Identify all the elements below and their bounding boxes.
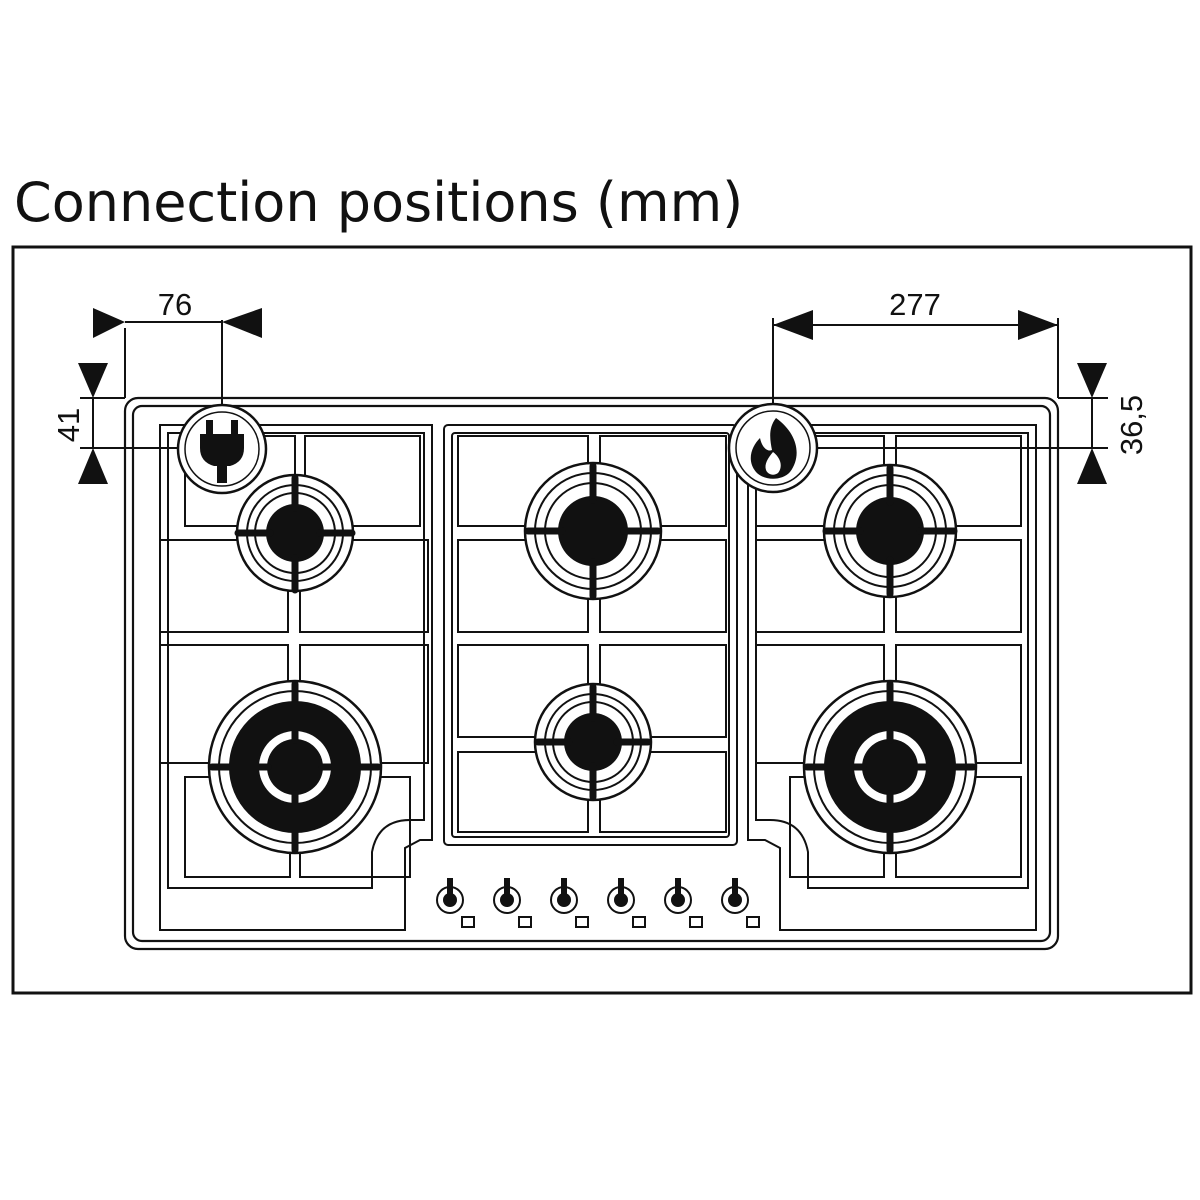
burner-rear-right	[822, 463, 958, 599]
diagram-frame	[11, 245, 1193, 995]
dimension-label-36-5: 36,5	[1114, 395, 1149, 455]
flame-icon	[727, 402, 819, 494]
dimension-gas-horizontal: 277	[772, 287, 1059, 412]
burner-front-right	[802, 679, 978, 855]
control-knob[interactable]	[550, 878, 589, 928]
control-knob[interactable]	[436, 878, 475, 928]
dimension-label-277: 277	[889, 287, 941, 322]
pan-support-fingers	[208, 462, 977, 854]
hob-outline	[123, 396, 1060, 951]
control-knob[interactable]	[607, 878, 646, 928]
plug-icon	[176, 403, 268, 495]
control-knob[interactable]	[493, 878, 532, 928]
dimension-gas-vertical: 36,5	[810, 363, 1149, 484]
dimension-electric-horizontal: 76	[93, 287, 262, 450]
burner-rear-center	[523, 461, 663, 601]
page-title: Connection positions (mm)	[14, 171, 744, 234]
control-knob[interactable]	[721, 878, 760, 928]
dimension-label-41: 41	[51, 408, 86, 442]
dimension-label-76: 76	[158, 287, 192, 322]
burner-front-center	[533, 682, 653, 802]
control-knob[interactable]	[664, 878, 703, 928]
dimension-electric-vertical: 41	[51, 363, 180, 484]
